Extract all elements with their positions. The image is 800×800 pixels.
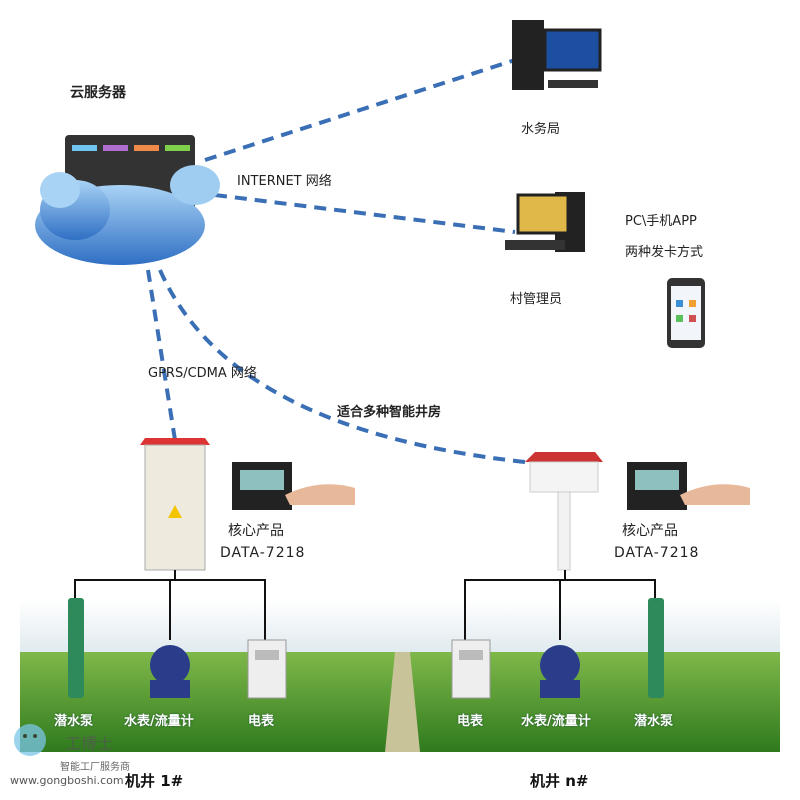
village-admin-label: 村管理员 bbox=[510, 292, 563, 307]
electric-meter-icon bbox=[247, 639, 287, 699]
water-meter-icon bbox=[150, 645, 190, 698]
app-label-line2: 两种发卡方式 bbox=[625, 245, 704, 260]
pump-icon bbox=[68, 598, 84, 698]
link-water-bureau bbox=[204, 58, 516, 162]
app-label-line1: PC\手机APP bbox=[625, 214, 697, 229]
watermark-mascot-logo bbox=[14, 724, 46, 756]
link-well-1 bbox=[146, 269, 177, 441]
cloud-server-label: 云服务器 bbox=[70, 85, 126, 101]
well-house-icon bbox=[525, 452, 603, 571]
smartphone-icon bbox=[667, 278, 705, 348]
sky-background bbox=[20, 600, 780, 655]
device-label: 水表/流量计 bbox=[521, 714, 591, 729]
product-label-line2: DATA-7218 bbox=[614, 545, 700, 561]
gprs-network-label: GPRS/CDMA 网络 bbox=[148, 366, 257, 381]
watermark-url: www.gongboshi.com bbox=[10, 774, 124, 787]
device-label: 潜水泵 bbox=[54, 714, 94, 729]
pump-icon bbox=[648, 598, 664, 698]
control-cabinet-icon bbox=[140, 438, 210, 571]
device-label: 电表 bbox=[457, 714, 484, 729]
electric-meter-icon bbox=[451, 639, 491, 699]
road bbox=[385, 652, 420, 752]
device-label: 潜水泵 bbox=[634, 714, 674, 729]
device-label: 水表/流量计 bbox=[124, 714, 194, 729]
link-well-n bbox=[158, 269, 526, 464]
desktop-computer-icon bbox=[512, 20, 602, 90]
water-meter-icon bbox=[540, 645, 580, 698]
internet-network-label: INTERNET 网络 bbox=[237, 174, 332, 189]
controller-with-card-icon bbox=[627, 462, 750, 510]
network-links bbox=[146, 58, 526, 464]
water-bureau-label: 水务局 bbox=[521, 122, 561, 137]
device-label: 电表 bbox=[248, 714, 275, 729]
well-n-title: 机井 n# bbox=[530, 772, 589, 790]
watermark-slogan: 智能工厂服务商 bbox=[60, 762, 130, 773]
well-1-title: 机井 1# bbox=[125, 772, 184, 790]
product-label-line1: 核心产品 bbox=[622, 523, 678, 539]
controller-with-card-icon bbox=[232, 462, 355, 510]
product-label-line2: DATA-7218 bbox=[220, 545, 306, 561]
product-label-line1: 核心产品 bbox=[228, 523, 284, 539]
wiring bbox=[74, 570, 656, 640]
desktop-computer-icon bbox=[505, 192, 585, 252]
cloud-server-icon bbox=[35, 135, 220, 265]
wellhouse-label: 适合多种智能井房 bbox=[337, 405, 442, 420]
watermark-brand: 工博士 bbox=[65, 734, 114, 753]
link-village-admin bbox=[214, 193, 516, 234]
